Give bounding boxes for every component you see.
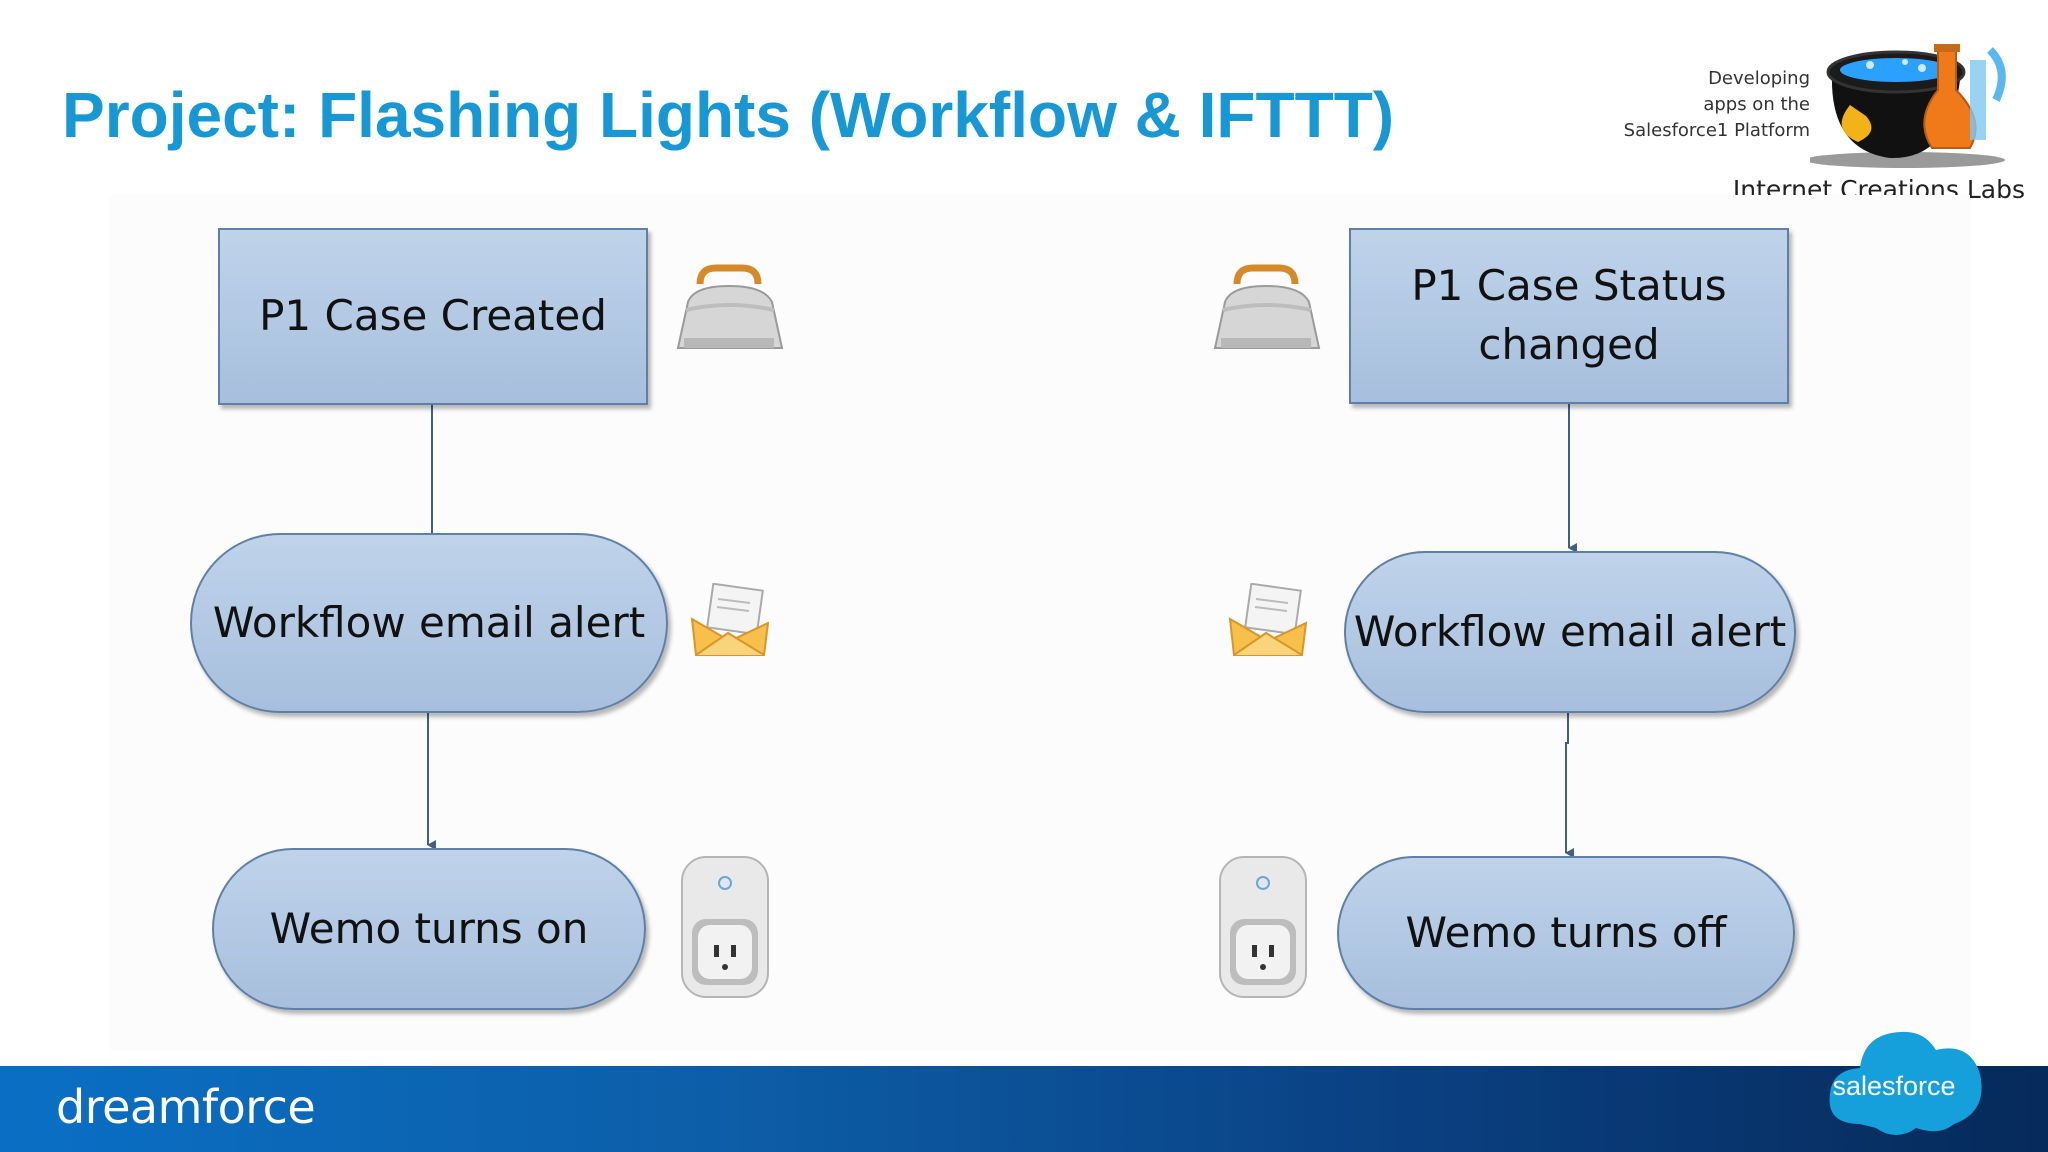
salesforce-cloud-icon xyxy=(1829,1031,1982,1135)
slide-title: Project: Flashing Lights (Workflow & IFT… xyxy=(62,79,1395,151)
right-alert-label: Workflow email alert xyxy=(1353,606,1787,656)
cauldron-logo-icon xyxy=(1810,44,2006,168)
footer-bar: dreamforce xyxy=(0,1066,2048,1152)
right-action-label: Wemo turns off xyxy=(1405,907,1727,957)
left-trigger-label: P1 Case Created xyxy=(259,291,607,341)
right-trigger-label: P1 Case Status changed xyxy=(1411,261,1727,369)
smart-plug-icon xyxy=(681,856,769,998)
left-alert-node: Workflow email alert xyxy=(190,533,668,713)
right-alert-node: Workflow email alert xyxy=(1344,551,1796,713)
logo-tagline-line: Developing xyxy=(1708,68,1810,89)
connector-right-2 xyxy=(1565,713,1574,858)
left-alert-label: Workflow email alert xyxy=(212,597,646,647)
logo-tagline: Developing apps on the Salesforce1 Platf… xyxy=(1624,66,1810,144)
right-trigger-node: P1 Case Status changed xyxy=(1349,228,1789,404)
toolbox-icon xyxy=(676,264,784,349)
left-trigger-node: P1 Case Created xyxy=(218,228,648,405)
smart-plug-icon xyxy=(1219,856,1307,998)
logo-tagline-line: apps on the xyxy=(1703,94,1810,115)
left-action-node: Wemo turns on xyxy=(212,848,646,1010)
left-action-label: Wemo turns on xyxy=(269,903,589,953)
dreamforce-logo: dreamforce xyxy=(56,1080,316,1134)
envelope-icon xyxy=(690,583,770,656)
logo-tagline-line: Salesforce1 Platform xyxy=(1623,120,1810,141)
salesforce-logo-text: salesforce xyxy=(1832,1071,1956,1101)
right-action-node: Wemo turns off xyxy=(1337,856,1795,1010)
toolbox-icon xyxy=(1213,264,1321,349)
envelope-icon xyxy=(1228,583,1308,656)
